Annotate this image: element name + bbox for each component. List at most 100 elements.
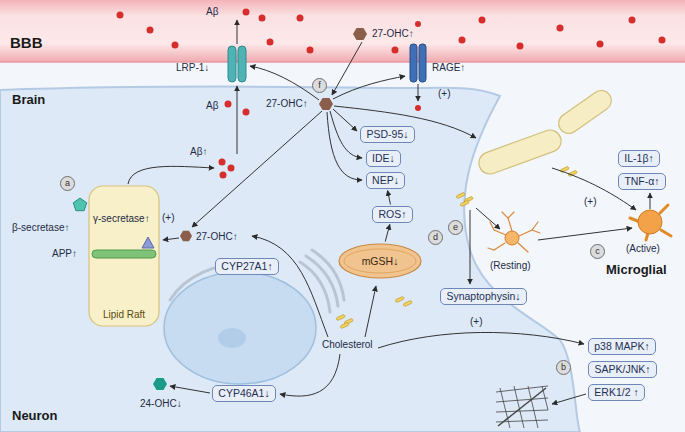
amyloid-beta-dots: [117, 12, 124, 19]
effect-sign: (+): [438, 88, 451, 100]
kinase-box: SAPK/JNK↑: [588, 361, 657, 378]
pathway-connector: [385, 224, 390, 241]
effect-sign: (+): [162, 212, 175, 224]
kinase-box: ERK1/2 ↑: [588, 384, 645, 401]
receptor-label: LRP-1↓: [176, 62, 209, 74]
cholesterol-molecules: [395, 296, 404, 303]
pathway-arrow: [378, 332, 584, 348]
molecule-label: Aβ: [206, 100, 218, 112]
mitochondrion-membrane: [339, 244, 421, 278]
amyloid-beta-dots: [147, 27, 154, 34]
node-text: SAPK/JNK↑: [594, 363, 651, 376]
node-text: IDE↓: [372, 152, 395, 165]
enzyme-box: CYP46A1↓: [212, 385, 276, 402]
pathway-arrow: [418, 84, 419, 101]
amyloid-beta-dots: [225, 101, 232, 108]
node-text: PSD-95↓: [366, 128, 409, 141]
protein-label: APP↑: [52, 248, 77, 260]
amyloid-beta-dots: [517, 43, 524, 50]
node-text: p38 MAPK↑: [594, 340, 650, 353]
pathway-arrow: [237, 86, 238, 154]
amyloid-beta-dots: [392, 47, 399, 54]
node-text: TNF-α↑: [624, 175, 660, 188]
cytoskeleton-mesh: [496, 410, 548, 412]
neuron-body: [0, 87, 580, 432]
active-microglia: [661, 230, 671, 236]
rage-channel: [419, 44, 426, 82]
cholesterol-molecules: [460, 200, 469, 207]
amyloid-beta-dots: [415, 21, 421, 27]
active-microglia: [630, 205, 671, 240]
cytoskeleton-mesh: [496, 386, 548, 392]
microglia-rod: [476, 87, 615, 177]
amyloid-beta-dots: [220, 172, 227, 179]
cytokine-box: TNF-α↑: [618, 173, 666, 190]
er-golgi: [306, 256, 338, 306]
region-label: Neuron: [12, 408, 58, 423]
pathway-arrow: [333, 76, 405, 99]
microglia-rod: [555, 87, 616, 138]
blood-vessel: [0, 0, 685, 62]
kinase-box: p38 MAPK↑: [588, 338, 656, 355]
marker-box: Synaptophysin↓: [440, 288, 527, 305]
mitochondrion: mGSH↓: [338, 243, 422, 279]
blood-vessel: [0, 0, 685, 62]
node-text: CYP46A1↓: [218, 387, 270, 400]
resting-microglia: [488, 212, 540, 252]
brain-background: [0, 62, 685, 432]
pathway-arrow: [333, 109, 357, 131]
amyloid-beta-dots: [243, 9, 250, 16]
cholesterol-molecules: [336, 314, 345, 321]
marker-box: ROS↑: [372, 206, 413, 223]
active-microglia: [660, 205, 668, 213]
amyloid-beta-dots: [479, 17, 486, 24]
24ohc-hexagon: [153, 378, 167, 390]
lipid-raft-membrane: [89, 186, 159, 326]
lrp1-channel: [238, 46, 246, 82]
pathway-arrow: [327, 112, 362, 180]
pathway-arrow: [538, 228, 632, 240]
amyloid-beta-dots: [267, 39, 274, 46]
molecule-label: 27-OHC↑: [372, 28, 414, 40]
pathway-arrow: [280, 354, 340, 396]
node-text: Lipid Raft: [103, 309, 145, 321]
node-text: mGSH↓: [362, 255, 399, 268]
node-text: CYP27A1↑: [221, 260, 273, 273]
cytoskeleton-mesh: [496, 398, 548, 402]
state-label: (Resting): [490, 260, 531, 272]
pathway-arrow: [250, 66, 319, 100]
region-label: BBB: [10, 34, 43, 52]
molecule-label: Cholesterol: [322, 339, 373, 351]
resting-microglia: [519, 222, 538, 236]
amyloid-beta-dots: [243, 109, 250, 116]
pathway-arrow: [476, 208, 500, 229]
cholesterol-molecules: [340, 322, 349, 329]
cytoskeleton-mesh: [500, 388, 510, 428]
rage-channel: [410, 44, 426, 82]
nucleus: [218, 328, 246, 348]
brain-background: [0, 62, 685, 432]
enzyme-label: γ-secretase↑: [93, 213, 150, 225]
resting-microglia: [532, 230, 540, 233]
blood-vessel: [0, 61, 685, 63]
molecule-label: Aβ↑: [190, 146, 207, 158]
resting-microglia: [488, 243, 505, 250]
beta-secretase-symbol: [73, 198, 86, 211]
oxysterol-hexagon: [353, 28, 367, 40]
amyloid-beta-dots: [117, 9, 666, 179]
er-golgi: [170, 250, 344, 312]
oxysterol-hexagon: [180, 231, 192, 241]
24ohc-hexagon: [153, 378, 167, 390]
region-label: Brain: [12, 92, 45, 107]
callout-number: e: [448, 220, 463, 235]
amyloid-beta-dots: [629, 17, 636, 24]
pathway-arrow: [170, 386, 210, 393]
amyloid-beta-dots: [307, 47, 314, 54]
microglia-rod: [476, 127, 564, 177]
pathway-arrow: [365, 286, 376, 337]
pathway-arrow: [650, 193, 651, 209]
amyloid-beta-dots: [659, 37, 666, 44]
cytoskeleton-mesh: [528, 386, 538, 428]
molecule-label: 27-OHC↑: [196, 231, 238, 243]
